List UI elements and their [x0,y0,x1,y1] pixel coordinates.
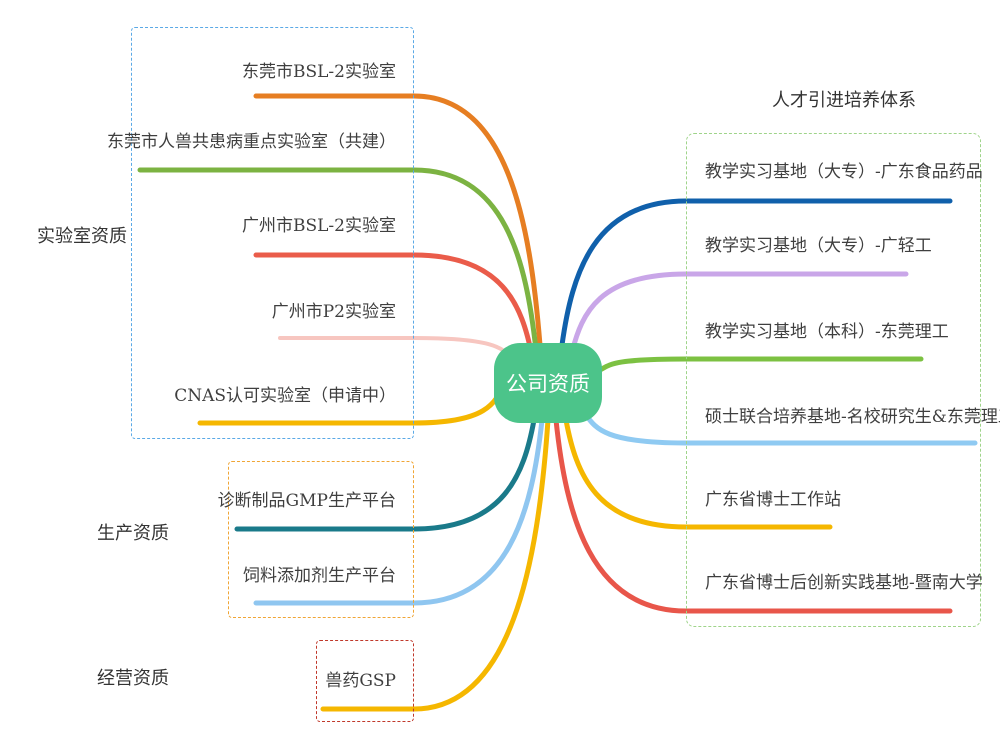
branch-label-guangzhou-p2: 广州市P2实验室 [271,302,396,322]
branch-label-feed-additive-platform: 饲料添加剂生产平台 [243,566,396,586]
talent-group-title: 人才引进培养体系 [772,90,916,111]
branch-label-gmp-platform: 诊断制品GMP生产平台 [217,491,396,511]
branch-label-doctoral-workstation: 广东省博士工作站 [705,490,841,510]
branch-label-zoonosis-key-lab: 东莞市人兽共患病重点实验室（共建） [107,132,396,152]
left-connector-2 [253,252,535,359]
talent-group-box [686,133,981,627]
lab-group-box [131,27,414,439]
left-connector-7 [320,417,551,712]
right-connector-5 [553,417,953,614]
left-connector-5 [234,417,537,532]
right-connector-3 [583,412,978,446]
production-group-title: 生产资质 [97,523,169,544]
right-connector-0 [559,198,953,348]
branch-label-dongguan-bsl2: 东莞市BSL-2实验室 [242,62,396,82]
branch-label-gd-food-drug: 教学实习基地（大专）-广东食品药品 [705,162,983,182]
left-connector-1 [137,167,539,353]
right-connector-2 [597,356,924,373]
branch-label-master-training-base: 硕士联合培养基地-名校研究生&东莞理工 [705,407,1000,427]
left-connector-0 [253,93,543,348]
operation-group-box [316,640,414,722]
operation-group-title: 经营资质 [97,668,169,689]
production-group-box [228,461,414,618]
branch-label-dongguan-tech: 教学实习基地（本科）-东莞理工 [705,322,949,342]
branch-label-guangzhou-bsl2: 广州市BSL-2实验室 [242,216,396,236]
branch-label-postdoc-base: 广东省博士后创新实践基地-暨南大学 [705,573,983,593]
right-connector-4 [563,417,833,530]
branch-label-vet-gsp: 兽药GSP [325,671,396,691]
center-node[interactable]: 公司资质 [494,343,602,423]
branch-label-gd-light-industry: 教学实习基地（大专）-广轻工 [705,236,932,256]
left-connector-6 [253,417,545,606]
lab-group-title: 实验室资质 [37,226,127,247]
branch-label-cnas-lab: CNAS认可实验室（申请中） [174,386,396,406]
right-connector-1 [569,271,909,355]
center-node-label: 公司资质 [506,372,590,396]
